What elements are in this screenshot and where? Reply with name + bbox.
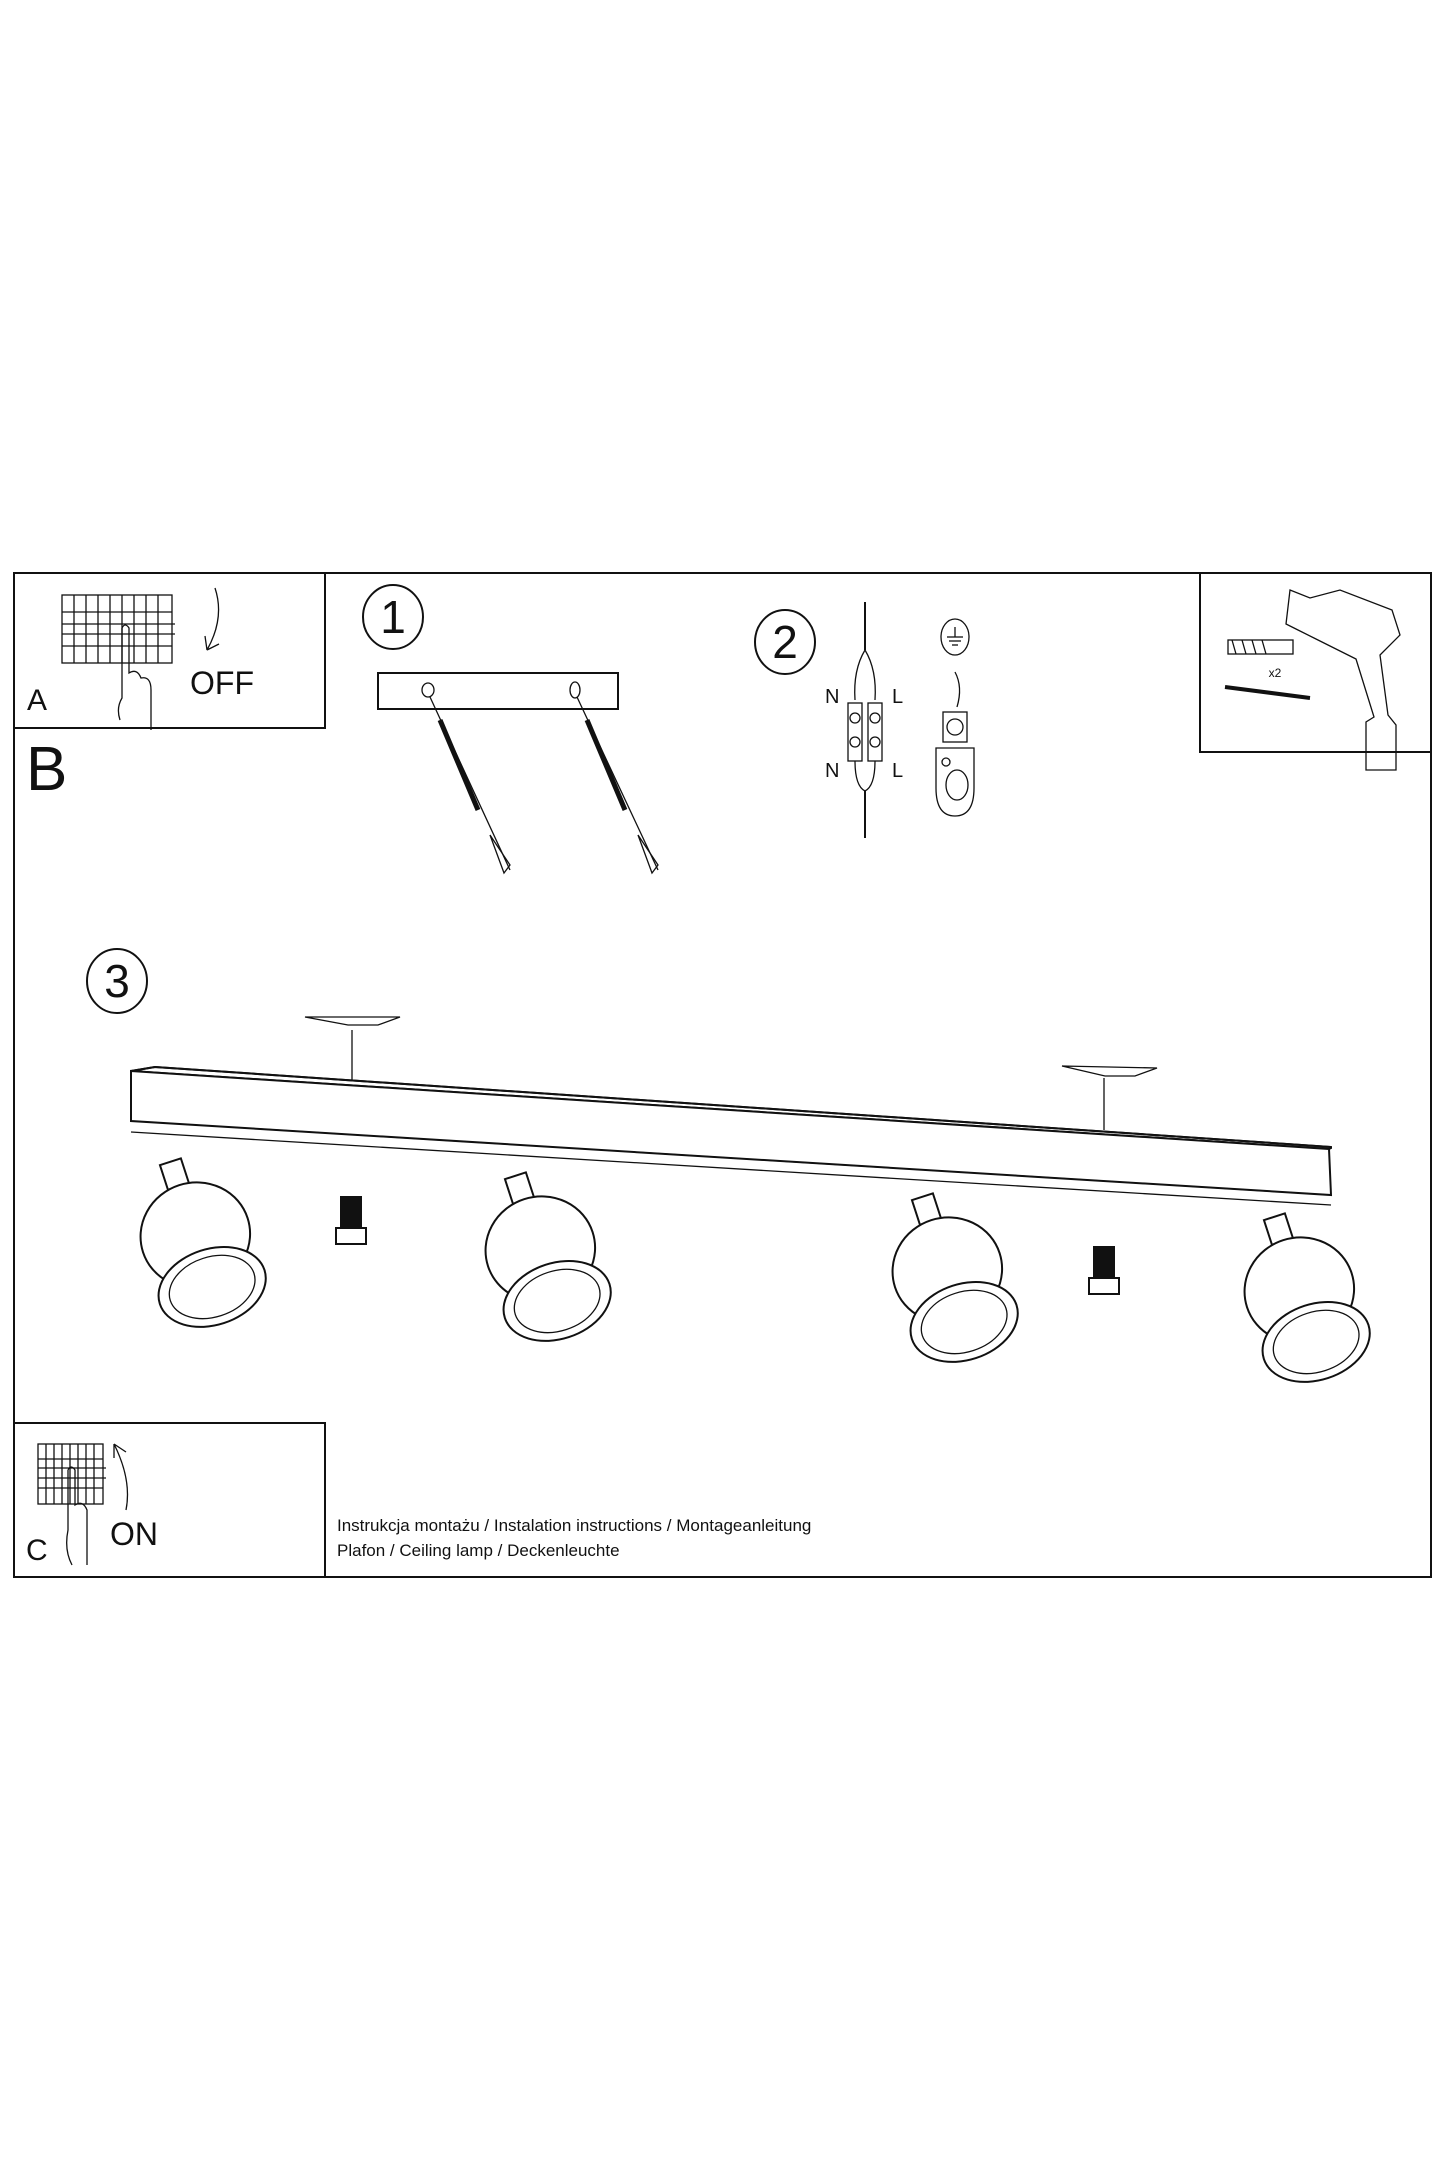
instructions-title: Instrukcja montażu / Instalation instruc… xyxy=(337,1516,811,1535)
on-label: ON xyxy=(110,1516,158,1552)
product-name: Plafon / Ceiling lamp / Deckenleuchte xyxy=(337,1541,620,1560)
live-label: L xyxy=(892,760,903,782)
off-label: OFF xyxy=(190,665,254,701)
step-1-badge xyxy=(362,584,424,650)
mounting-plate xyxy=(377,672,619,710)
terminal-block-icon xyxy=(847,602,883,838)
screw-icon xyxy=(1224,685,1311,700)
step-3-badge xyxy=(86,948,148,1014)
live-label: L xyxy=(892,686,903,708)
quantity-label: x2 xyxy=(1269,666,1282,680)
breaker-panel-icon xyxy=(61,594,175,664)
fixing-screw xyxy=(335,1196,1120,1295)
arrow-up-icon xyxy=(113,1443,129,1511)
wall-plug-icon xyxy=(1227,639,1294,655)
panel-b-letter: B xyxy=(26,735,67,804)
drill-icon xyxy=(1285,589,1401,771)
panel-a-letter: A xyxy=(27,684,47,717)
breaker-panel-icon xyxy=(37,1443,106,1505)
step-2: 2 N L N L xyxy=(754,602,975,838)
tools-panel: x2 xyxy=(1199,572,1432,771)
step-1: 1 xyxy=(362,584,659,875)
spotlight xyxy=(139,1157,267,1328)
arrow-down-icon xyxy=(204,587,220,651)
step-3: 3 xyxy=(86,948,1371,1383)
hand-icon xyxy=(117,624,152,730)
spotlight xyxy=(484,1171,612,1342)
svg-text:1: 1 xyxy=(380,591,406,643)
svg-text:2: 2 xyxy=(772,616,798,668)
spotlight xyxy=(891,1192,1019,1363)
ground-terminal-icon xyxy=(935,618,975,817)
step-2-badge xyxy=(754,609,816,675)
neutral-label: N xyxy=(825,760,839,782)
main-frame xyxy=(13,572,1432,1578)
hand-icon xyxy=(66,1466,88,1566)
panel-a: OFF A xyxy=(13,572,326,730)
screw-and-dowel-icon xyxy=(429,696,659,875)
svg-text:3: 3 xyxy=(104,955,130,1007)
panel-c: ON C xyxy=(13,1422,326,1578)
lamp-bar xyxy=(130,1065,1333,1206)
mounting-bracket xyxy=(304,1016,1158,1130)
neutral-label: N xyxy=(825,686,839,708)
spotlight xyxy=(1243,1212,1371,1383)
panel-c-letter: C xyxy=(26,1534,48,1567)
